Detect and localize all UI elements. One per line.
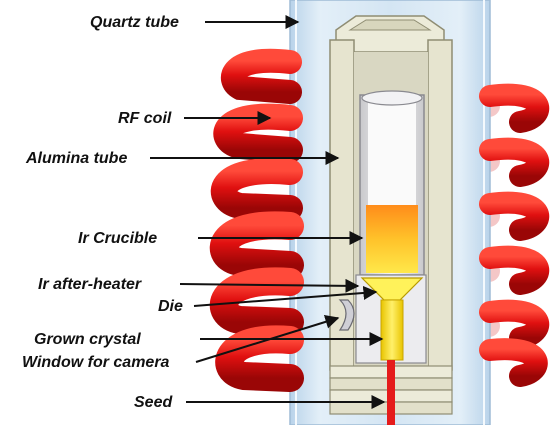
melt — [366, 205, 418, 273]
label-window-for-camera: Window for camera — [22, 354, 170, 371]
label-alumina-tube: Alumina tube — [25, 150, 127, 167]
callout-arrows — [150, 15, 386, 409]
label-grown-crystal: Grown crystal — [34, 331, 141, 348]
label-ir-crucible: Ir Crucible — [78, 230, 157, 247]
ir-crucible — [359, 90, 425, 276]
arrow-die — [193, 285, 378, 307]
rf-coil-right — [479, 83, 550, 387]
label-seed: Seed — [134, 394, 173, 411]
seed — [387, 360, 395, 425]
arrow-ir-after-heater — [179, 278, 360, 293]
rf-coil — [209, 48, 304, 392]
grown-crystal — [380, 299, 404, 361]
label-die: Die — [158, 298, 183, 315]
arrow-window-for-camera — [195, 315, 340, 363]
label-quartz-tube: Quartz tube — [90, 14, 179, 31]
label-rf-coil: RF coil — [118, 110, 172, 127]
label-ir-after-heater: Ir after-heater — [38, 276, 142, 293]
